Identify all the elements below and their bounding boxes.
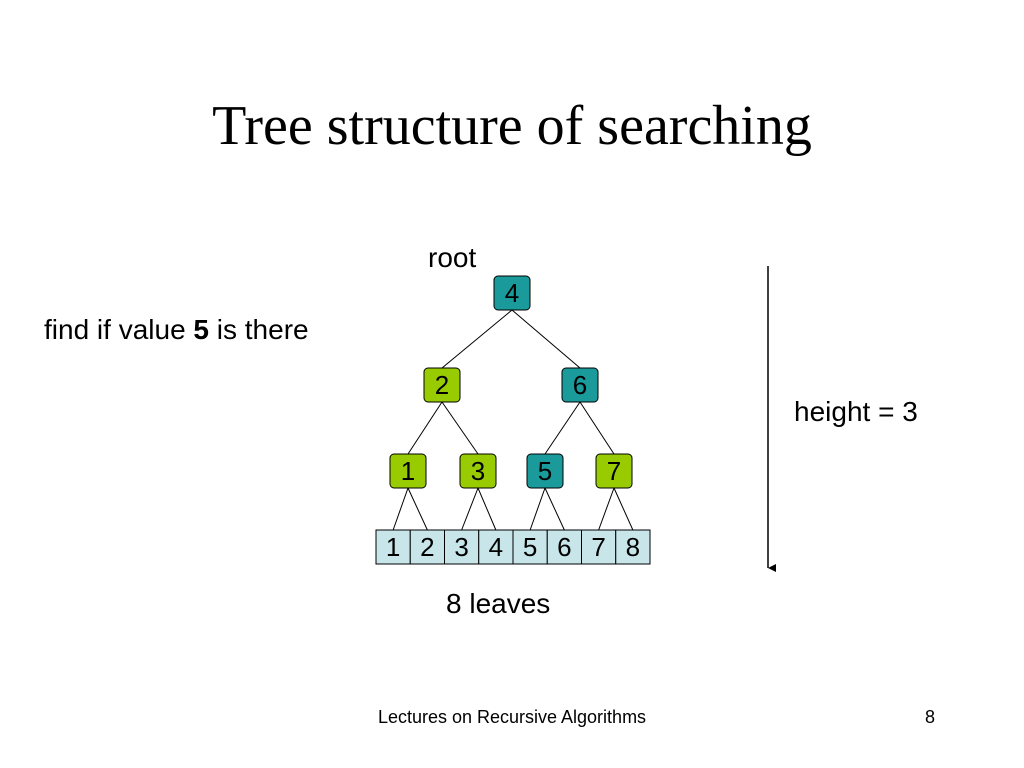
leaf-cell-box [409,529,445,565]
leaf-cell-2: 2 [409,529,445,565]
find-prefix: find if value [44,314,194,345]
tree-edge-n4-n6 [511,309,581,369]
tree-node-box [389,453,427,489]
leaf-edge-5-6 [544,487,565,531]
tree-nodes: 4 2 6 1 3 5 7 [389,275,633,489]
leaf-cell-box [546,529,582,565]
leaf-cell-value: 1 [386,532,400,562]
tree-edge-n6-n5 [544,401,581,455]
leaf-cell-8: 8 [615,529,651,565]
leaf-cell-1: 1 [375,529,411,565]
tree-edge-n2-n1 [407,401,443,455]
tree-node-value: 7 [607,456,621,486]
leaf-edge-1-1 [392,487,409,531]
tree-node-value: 1 [401,456,415,486]
leaf-cell-value: 8 [626,532,640,562]
leaf-cell-box [375,529,411,565]
tree-node-box [526,453,564,489]
leaf-cell-box [581,529,617,565]
leaf-cell-value: 4 [489,532,503,562]
leaf-edge-5-5 [529,487,546,531]
leaf-cell-value: 3 [454,532,468,562]
tree-edge-n4-n2 [441,309,513,369]
tree-node-value: 3 [471,456,485,486]
page-number: 8 [925,707,936,727]
tree-node-value: 6 [573,370,587,400]
leaf-edge-1-2 [407,487,428,531]
leaf-edge-7-8 [613,487,634,531]
tree-node-1: 1 [389,453,427,489]
leaf-edges [392,487,634,531]
tree-node-box [561,367,599,403]
leaf-cell-value: 5 [523,532,537,562]
footer-text: Lectures on Recursive Algorithms [377,707,647,727]
leaf-edge-3-3 [461,487,479,531]
height-label: height = 3 [794,396,918,427]
leaf-cell-box [615,529,651,565]
tree-node-6: 6 [561,367,599,403]
leaf-cell-5: 5 [512,529,548,565]
leaf-cell-box [444,529,480,565]
leaf-cell-value: 7 [591,532,605,562]
slide-title: Tree structure of searching [212,95,812,157]
tree-node-box [493,275,531,311]
search-description: find if value 5 is there [44,316,309,344]
tree-node-value: 2 [435,370,449,400]
leaf-edge-3-4 [477,487,497,531]
leaf-cell-4: 4 [478,529,514,565]
leaf-cell-3: 3 [444,529,480,565]
tree-node-4: 4 [493,275,531,311]
tree-edge-n6-n7 [579,401,615,455]
tree-node-box [423,367,461,403]
tree-node-5: 5 [526,453,564,489]
tree-node-3: 3 [459,453,497,489]
root-label: root [428,242,477,273]
find-value: 5 [193,314,209,345]
leaf-cell-value: 2 [420,532,434,562]
tree-node-box [459,453,497,489]
leaf-cell-value: 6 [557,532,571,562]
tree-node-7: 7 [595,453,633,489]
tree-edges [407,309,615,455]
leaf-cell-box [512,529,548,565]
leaves-label: 8 leaves [446,588,551,619]
leaf-cell-7: 7 [581,529,617,565]
leaf-edge-7-7 [598,487,615,531]
tree-node-value: 5 [538,456,552,486]
tree-node-value: 4 [505,278,519,308]
tree-node-box [595,453,633,489]
leaf-cell-6: 6 [546,529,582,565]
tree-edge-n2-n3 [441,401,479,455]
tree-node-2: 2 [423,367,461,403]
find-suffix: is there [209,314,309,345]
